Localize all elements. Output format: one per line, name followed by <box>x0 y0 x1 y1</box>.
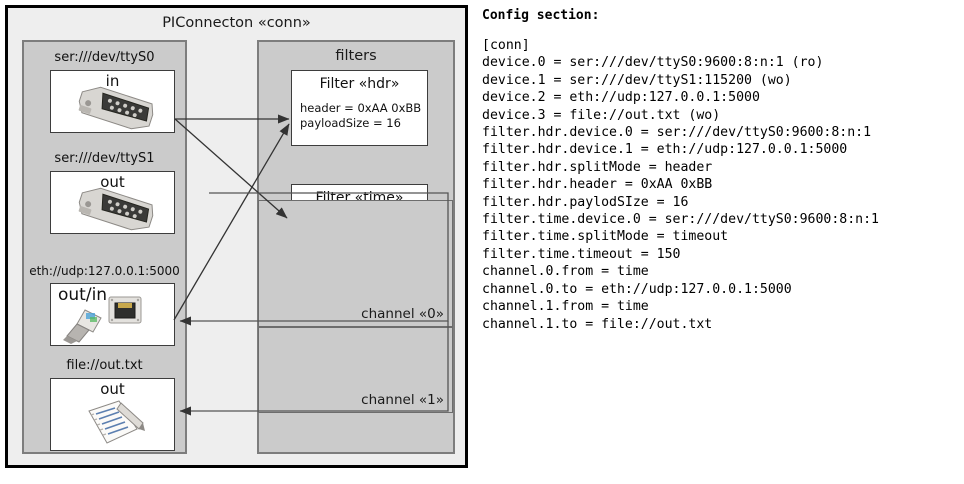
config-line: [conn] <box>482 38 530 53</box>
channel-label-1: channel «1» <box>361 392 444 408</box>
config-line: channel.1.from = time <box>482 299 649 315</box>
device-node-ttys1[interactable]: out <box>50 171 175 234</box>
config-line: channel.1.to = file://out.txt <box>482 316 713 332</box>
diagram-title: PIConnecton «conn» <box>162 15 311 31</box>
config-section: Config section: [conn] device.0 = ser:///… <box>482 8 960 333</box>
device-direction-ttys1: out <box>100 173 125 191</box>
ethernet-plug-icon <box>63 296 142 344</box>
device-direction-file: out <box>100 380 125 398</box>
config-lines: [conn] device.0 = ser:///dev/ttyS0:9600:8… <box>482 37 960 333</box>
config-line: device.1 = ser:///dev/ttyS1:115200 (wo) <box>482 72 792 88</box>
config-line: device.2 = eth://udp:127.0.0.1:5000 <box>482 90 760 106</box>
serial-port-icon <box>78 187 154 231</box>
channel-box-0[interactable]: channel «0» <box>258 200 453 327</box>
device-label-file: file://out.txt <box>66 358 143 373</box>
device-direction-eth: out/in <box>58 285 108 305</box>
device-label-ttys0: ser:///dev/ttyS0 <box>54 50 155 65</box>
config-line: device.0 = ser:///dev/ttyS0:9600:8:n:1 (… <box>482 55 824 71</box>
filter-attrs-hdr: header = 0xAA 0xBB payloadSize = 16 <box>300 101 421 131</box>
config-heading: Config section: <box>482 8 600 23</box>
text-file-icon <box>88 400 145 444</box>
config-line: filter.hdr.splitMode = header <box>482 159 713 175</box>
config-line: channel.0.to = eth://udp:127.0.0.1:5000 <box>482 281 792 297</box>
filter-node-hdr[interactable]: Filter «hdr» header = 0xAA 0xBB payloadS… <box>291 70 428 146</box>
device-node-file[interactable]: out <box>50 378 175 451</box>
filters-panel: filters Filter «hdr» header = 0xAA 0xBB … <box>257 40 455 454</box>
device-label-eth: eth://udp:127.0.0.1:5000 <box>29 264 180 278</box>
filter-attr-header: header = 0xAA 0xBB <box>300 101 422 115</box>
config-line: filter.time.device.0 = ser:///dev/ttyS0:… <box>482 212 879 228</box>
config-line: device.3 = file://out.txt (wo) <box>482 107 721 123</box>
filter-title-hdr: Filter «hdr» <box>319 76 400 92</box>
config-line: filter.hdr.device.1 = eth://udp:127.0.0.… <box>482 142 848 158</box>
connector-diagram: PIConnecton «conn» ser:///dev/ttyS0 in s… <box>5 5 468 468</box>
device-label-ttys1: ser:///dev/ttyS1 <box>54 151 155 166</box>
channel-label-0: channel «0» <box>361 306 444 322</box>
device-node-eth[interactable]: out/in <box>50 283 175 346</box>
filter-attr-payloadsize: payloadSize = 16 <box>300 116 401 130</box>
config-line: filter.time.timeout = 150 <box>482 246 681 262</box>
device-direction-ttys0: in <box>105 72 120 90</box>
config-line: filter.hdr.paylodSIze = 16 <box>482 194 689 210</box>
config-line: filter.hdr.header = 0xAA 0xBB <box>482 177 713 193</box>
devices-panel: ser:///dev/ttyS0 in ser:///dev/ttyS1 out <box>22 40 187 454</box>
serial-port-icon <box>78 86 154 130</box>
device-node-ttys0[interactable]: in <box>50 70 175 133</box>
channel-box-1[interactable]: channel «1» <box>258 327 453 413</box>
config-line: filter.time.splitMode = timeout <box>482 229 729 245</box>
config-line: channel.0.from = time <box>482 264 649 280</box>
filters-panel-title: filters <box>335 48 377 64</box>
config-line: filter.hdr.device.0 = ser:///dev/ttyS0:9… <box>482 125 872 141</box>
